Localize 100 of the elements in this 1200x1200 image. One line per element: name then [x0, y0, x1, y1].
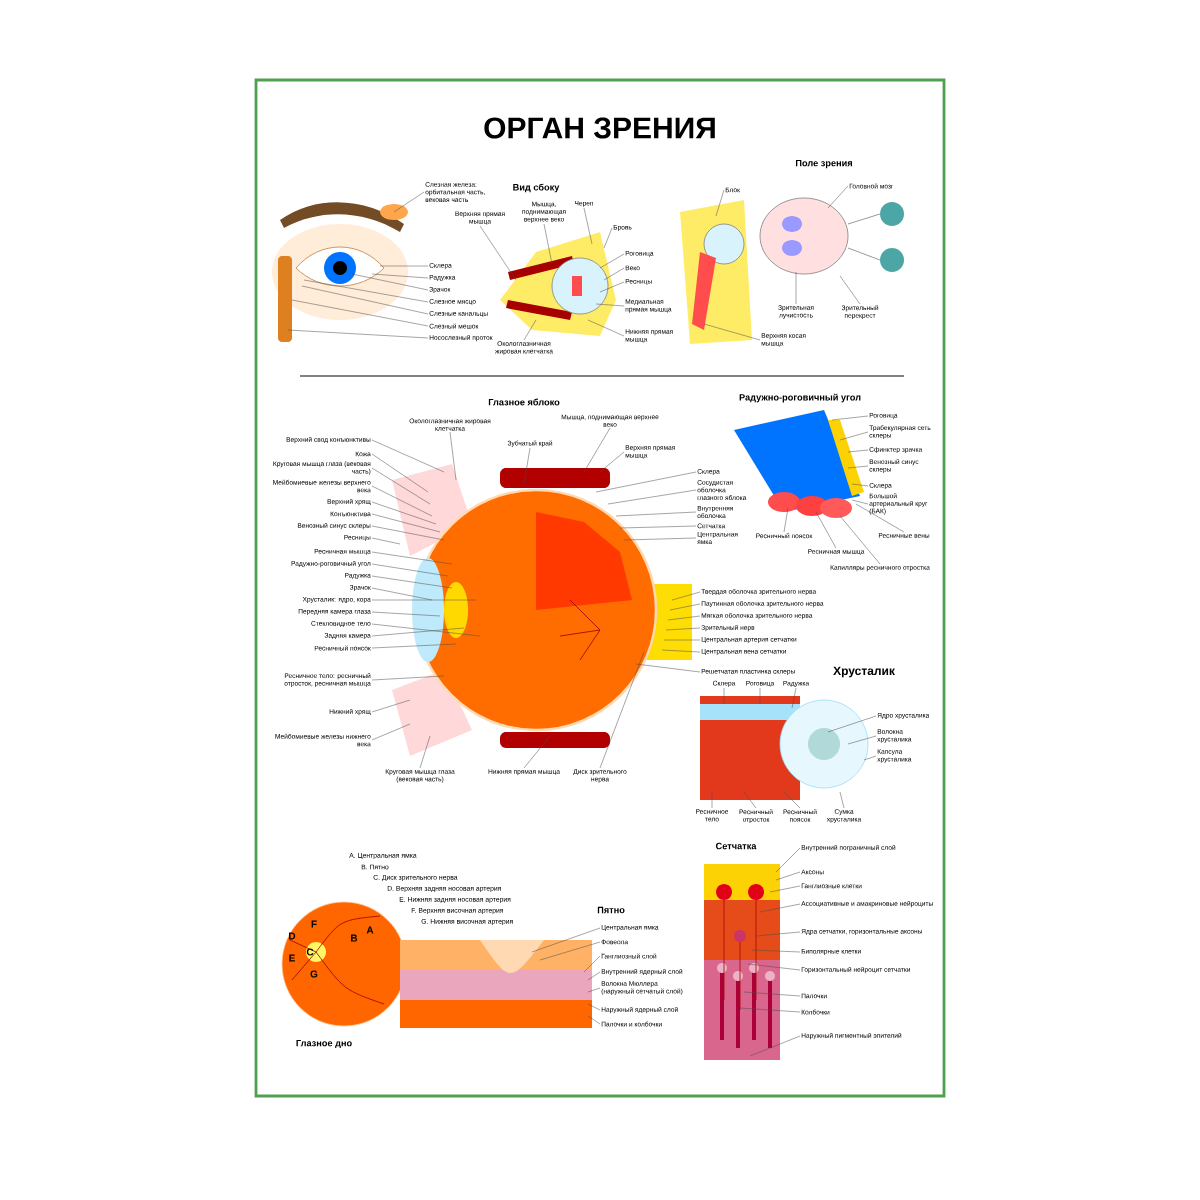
leader-line — [827, 185, 849, 209]
leader-line — [371, 675, 445, 681]
leader-line — [371, 623, 481, 637]
leader-line — [351, 273, 429, 291]
leader-line — [539, 941, 601, 961]
leader-line — [587, 1003, 601, 1011]
leader-line — [749, 1035, 801, 1057]
retina-drawing — [704, 864, 780, 1060]
leader-line — [615, 511, 697, 517]
leader-line — [371, 643, 457, 649]
leader-line — [449, 431, 457, 481]
leader-line — [743, 991, 801, 997]
leader-line — [703, 323, 761, 341]
leader-line — [371, 723, 411, 741]
eye-side-drawing — [500, 232, 616, 336]
leader-line — [775, 871, 801, 881]
leader-line — [587, 319, 625, 337]
macula-drawing — [400, 940, 592, 1028]
leader-line — [847, 465, 869, 469]
leader-line — [603, 267, 625, 281]
leader-line — [371, 525, 445, 541]
leader-line — [739, 1007, 801, 1013]
leader-line — [531, 927, 601, 953]
leader-line — [839, 515, 881, 565]
leader-line — [635, 663, 701, 673]
leader-line — [371, 611, 441, 617]
leader-line — [827, 715, 877, 733]
leader-line — [419, 735, 431, 769]
eye-front-drawing — [272, 202, 408, 342]
leader-line — [795, 271, 797, 305]
leader-line — [847, 449, 869, 453]
leader-line — [831, 415, 869, 421]
leader-line — [775, 847, 801, 873]
leader-line — [815, 511, 837, 549]
leader-line — [759, 903, 801, 913]
leader-line — [839, 431, 869, 441]
leader-line — [371, 501, 437, 525]
leader-line — [523, 447, 531, 485]
leader-line — [595, 471, 697, 493]
leader-line — [543, 223, 553, 265]
leader-line — [851, 499, 869, 505]
leader-line — [599, 253, 625, 269]
leader-line — [863, 755, 877, 761]
leader-line — [587, 971, 601, 981]
leader-line — [769, 885, 801, 893]
leader-line — [715, 189, 725, 217]
leader-line — [711, 791, 713, 809]
leader-line — [479, 225, 517, 281]
leader-line — [371, 551, 453, 565]
leader-line — [599, 281, 625, 293]
leader-line — [393, 191, 425, 213]
leader-line — [287, 329, 429, 339]
leader-line — [783, 507, 789, 533]
poster-title: ОРГАН ЗРЕНИЯ — [484, 117, 715, 139]
leader-line — [371, 599, 477, 601]
leader-line — [291, 299, 429, 327]
leader-line — [587, 987, 601, 993]
leader-line — [783, 791, 801, 809]
leader-line — [303, 279, 429, 303]
leader-line — [747, 963, 801, 971]
leader-line — [371, 563, 449, 577]
leader-line — [661, 649, 701, 653]
leader-line — [371, 627, 465, 637]
leader-line — [371, 587, 433, 601]
leader-line — [751, 949, 801, 953]
leader-line — [839, 275, 861, 305]
leader-line — [723, 687, 725, 705]
leader-line — [371, 485, 433, 517]
leader-line — [607, 489, 697, 505]
leader-line — [839, 791, 845, 809]
leader-line — [599, 451, 625, 473]
leader-line — [595, 303, 625, 307]
leader-line — [371, 699, 411, 713]
leader-line — [371, 513, 441, 533]
leader-line — [583, 427, 611, 473]
leader-line — [671, 591, 701, 601]
eye-muscle-drawing — [680, 200, 752, 344]
leader-line — [855, 503, 905, 533]
leader-line — [523, 319, 537, 341]
leader-line — [379, 265, 429, 267]
leader-line — [583, 955, 601, 973]
leader-line — [583, 207, 593, 245]
leader-line — [371, 575, 453, 589]
leader-line — [663, 639, 701, 641]
leader-line — [743, 791, 757, 809]
leader-line — [665, 627, 701, 631]
leader-line — [371, 537, 401, 545]
leader-line — [759, 687, 761, 705]
leader-line — [371, 453, 429, 493]
leader-line — [619, 525, 697, 529]
visual-field-drawing — [759, 197, 904, 275]
leader-line — [371, 467, 431, 505]
leader-line — [667, 615, 701, 621]
leader-line — [851, 483, 869, 487]
eyeball-section-drawing — [392, 464, 692, 756]
lens-drawing — [700, 696, 869, 800]
leader-line — [587, 1015, 601, 1025]
leader-line — [603, 227, 613, 249]
leader-line — [847, 735, 877, 745]
leader-line — [623, 537, 697, 541]
